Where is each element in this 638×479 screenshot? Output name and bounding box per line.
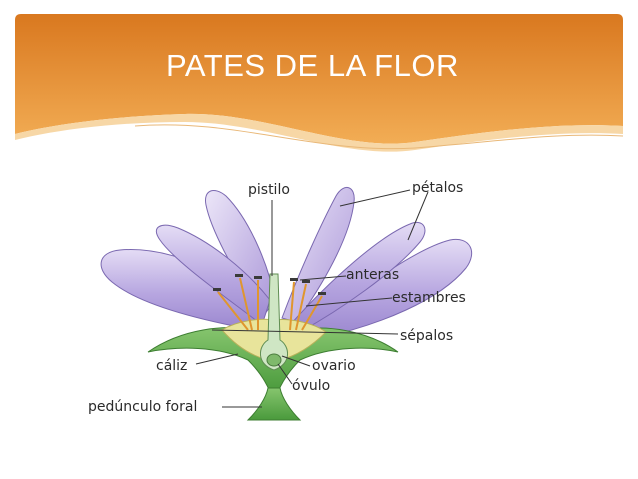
leader-line-ovario bbox=[281, 355, 311, 367]
label-sepalos: sépalos bbox=[400, 328, 453, 344]
anthers bbox=[213, 274, 326, 295]
label-petalos: pétalos bbox=[412, 180, 463, 196]
leader-line-anteras bbox=[299, 275, 347, 281]
label-peduncle: pedúnculo foral bbox=[88, 399, 197, 415]
label-estambres: estambres bbox=[392, 290, 466, 306]
label-ovulo: óvulo bbox=[292, 378, 330, 394]
ovule-shape bbox=[266, 353, 282, 367]
anther bbox=[290, 278, 298, 281]
label-caliz: cáliz bbox=[156, 358, 187, 374]
anther bbox=[254, 276, 262, 279]
banner-wave-light bbox=[15, 113, 623, 152]
leader-line-ovulo bbox=[277, 363, 293, 385]
label-ovario: ovario bbox=[312, 358, 356, 374]
anther bbox=[213, 288, 221, 291]
leader-line-petalos-2 bbox=[407, 191, 429, 241]
label-anteras: anteras bbox=[346, 267, 399, 283]
leader-line-estambres bbox=[305, 297, 393, 307]
petal-left-mid bbox=[155, 224, 271, 326]
banner-wave-line bbox=[134, 124, 623, 150]
title-banner bbox=[15, 14, 623, 152]
leader-line-sepalos bbox=[211, 329, 399, 335]
stamen-filament bbox=[217, 291, 249, 331]
stamen-filament bbox=[301, 295, 323, 331]
leader-lines bbox=[195, 189, 429, 408]
banner-background bbox=[15, 14, 623, 144]
leader-line-caliz bbox=[195, 353, 239, 365]
label-pistilo: pistilo bbox=[248, 182, 290, 198]
anther bbox=[318, 292, 326, 295]
anther bbox=[235, 274, 243, 277]
stamen-filament bbox=[295, 283, 307, 331]
slide-title: PATES DE LA FLOR bbox=[166, 48, 459, 83]
anther bbox=[302, 280, 310, 283]
stamen-filament bbox=[239, 277, 253, 331]
leader-line-petalos bbox=[339, 189, 411, 207]
stamens bbox=[217, 277, 323, 331]
stamen-filament bbox=[289, 281, 295, 331]
peduncle-stem bbox=[246, 387, 302, 421]
pistil-shape bbox=[260, 273, 288, 371]
